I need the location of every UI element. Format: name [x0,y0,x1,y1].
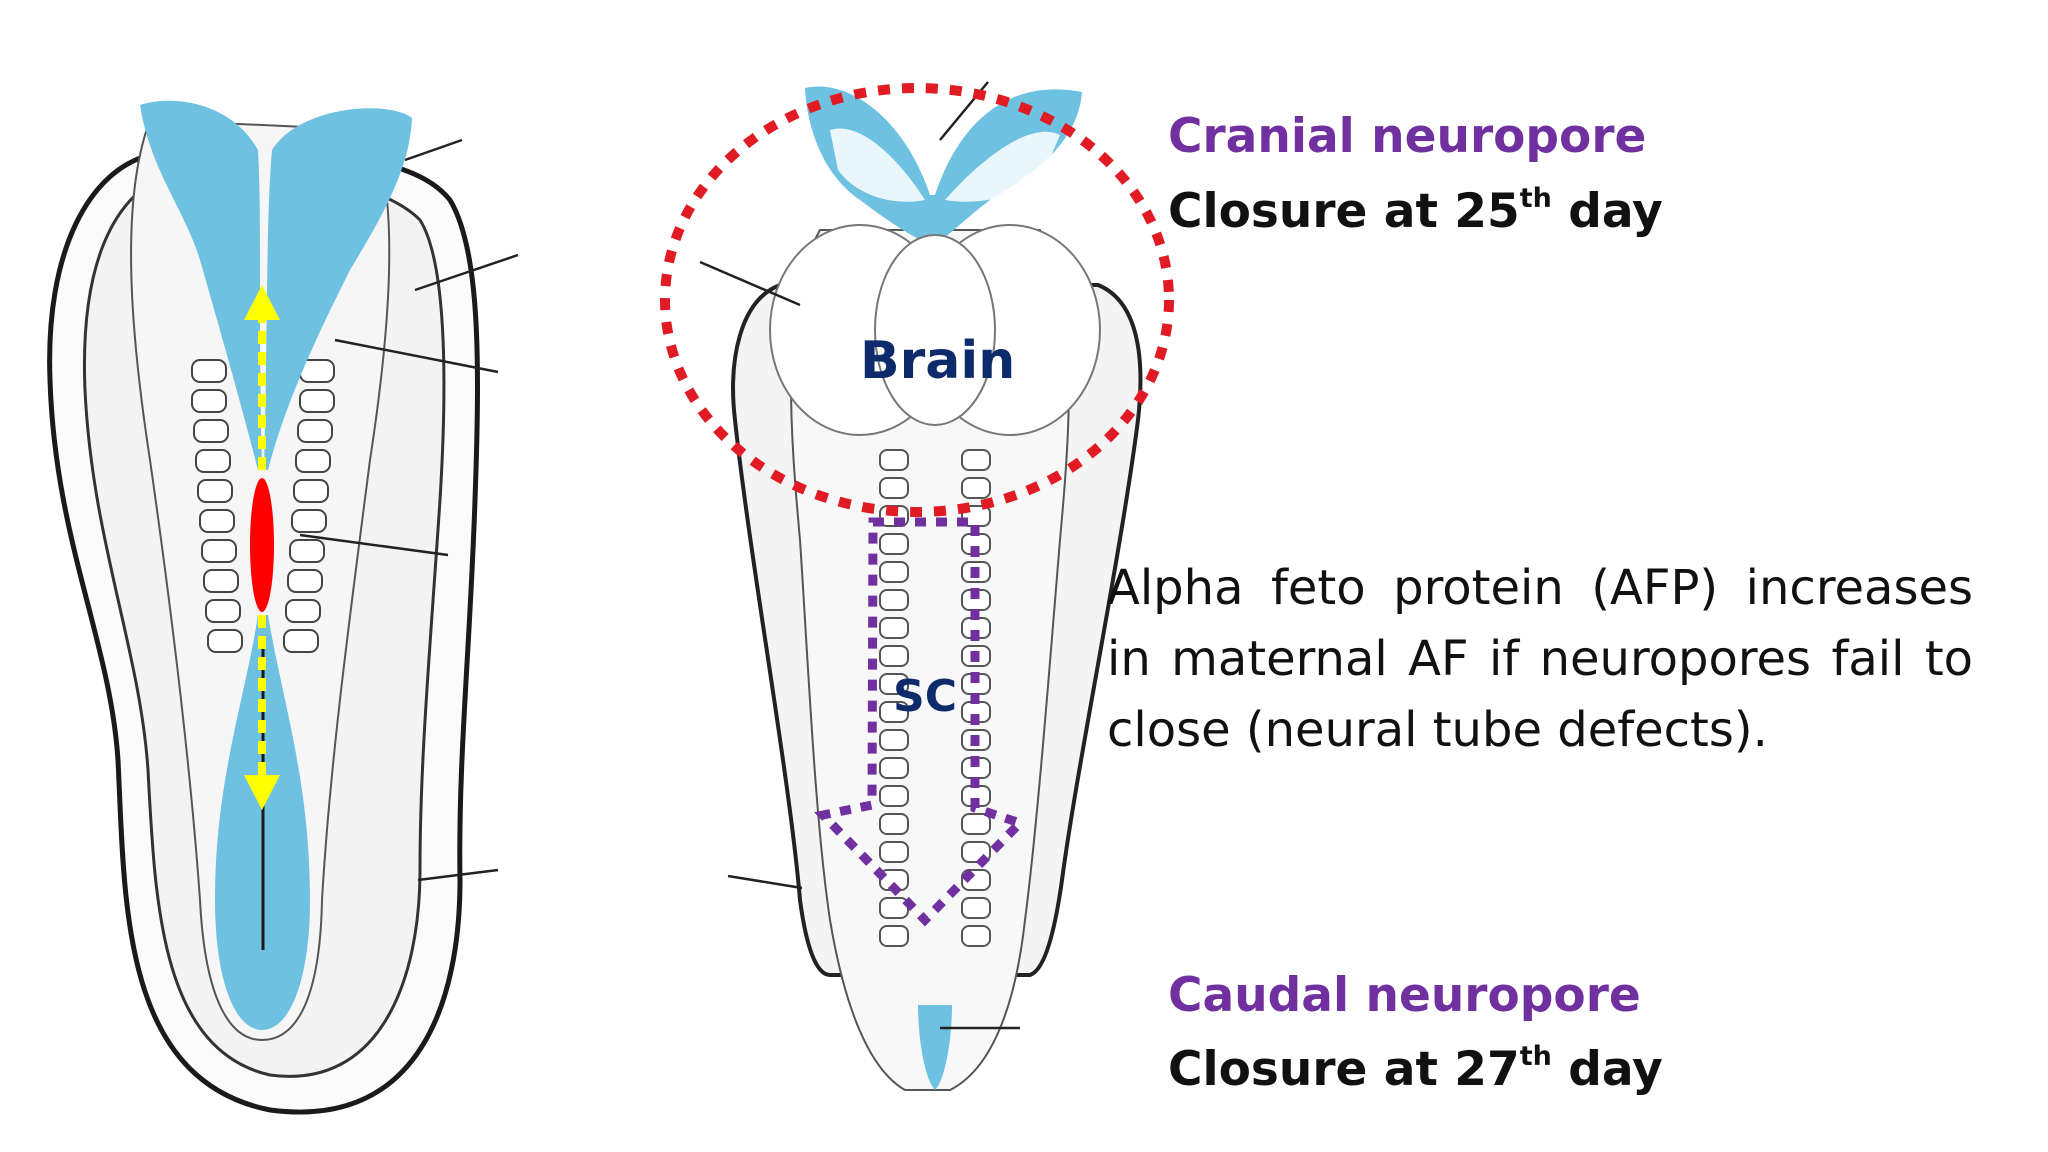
zipper-arrows [244,285,280,810]
caudal-closure-prefix: Closure at 27 [1168,1042,1520,1097]
brain-label: Brain [860,331,1016,391]
caudal-closure-suffix: day [1551,1042,1663,1097]
right-embryo-caudal-neural-fold [918,1005,952,1090]
left-embryo-cranial-neural-fold [140,100,262,470]
zipper-arrow-up-icon [244,285,280,320]
initial-closure-point [250,478,274,612]
afp-note: Alpha feto protein (AFP) increases in ma… [1107,560,1973,758]
cranial-closure-prefix: Closure at 25 [1168,184,1520,239]
right-embryo-body [790,229,1070,1091]
left-embryo-leader-lines [299,138,519,882]
left-embryo [47,100,519,1115]
right-embryo-brain-vesicles [769,224,1101,436]
caudal-neuropore-title: Caudal neuropore [1168,968,1641,1023]
cranial-closure-sup: th [1519,183,1552,214]
caudal-closure-sup: th [1519,1041,1552,1072]
brain-region-outline [660,83,1174,517]
cranial-neuropore-title: Cranial neuropore [1168,109,1647,164]
caudal-neuropore-closure: Closure at 27th day [1168,1043,1663,1093]
cranial-closure-suffix: day [1551,184,1663,239]
spinal-cord-outline [814,517,1029,927]
cranial-neuropore-closure: Closure at 25th day [1168,185,1663,235]
left-embryo-cranial-neural-fold-right [264,108,412,470]
left-embryo-somites [191,359,335,653]
right-embryo-cranial-neural-fold [805,86,1082,245]
right-embryo [660,81,1174,1091]
spinal-cord-label: SC [893,671,957,722]
zipper-arrow-down-icon [244,775,280,810]
